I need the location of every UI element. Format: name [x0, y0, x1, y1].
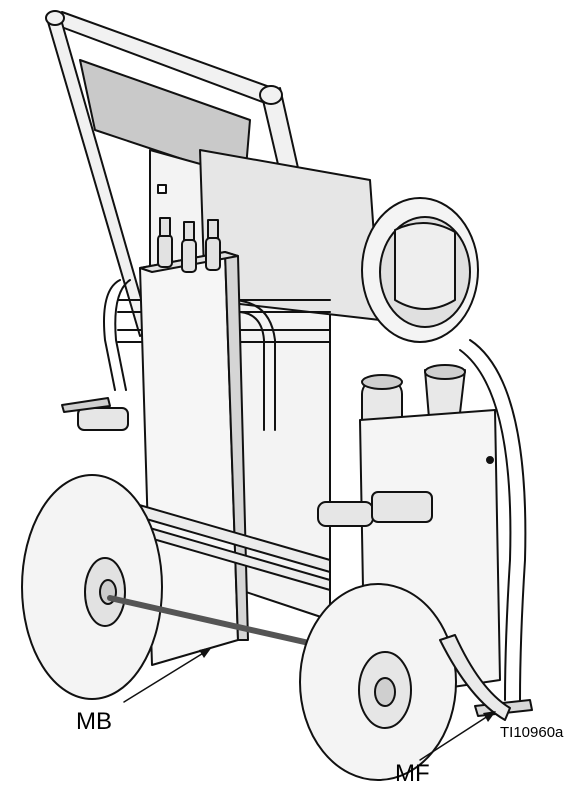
- front-outlet-valve: [317, 491, 433, 527]
- mb-leader-line: [123, 651, 206, 703]
- axle: [107, 595, 343, 653]
- mb-arrowhead: [199, 647, 212, 658]
- figure-id: TI10960a: [500, 724, 564, 741]
- right-wheel: [299, 583, 457, 781]
- mf-leader-line: [419, 715, 489, 761]
- motor-housing: [199, 149, 479, 343]
- manifold-foot: [439, 634, 533, 721]
- left-outlet-valve: [61, 397, 129, 431]
- left-wheel: [21, 474, 163, 700]
- pressure-gauge-fittings: [157, 217, 221, 273]
- callout-mf: MF: [395, 760, 430, 787]
- mf-arrowhead: [483, 711, 496, 722]
- callout-mb: MB: [76, 708, 112, 735]
